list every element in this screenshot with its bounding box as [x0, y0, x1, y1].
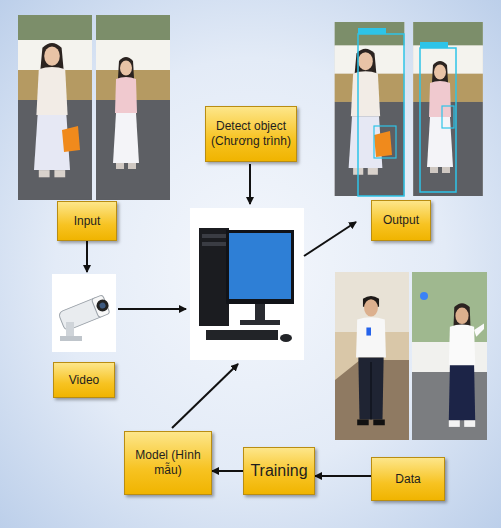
- flow-arrow: [212, 470, 243, 472]
- node-label: Video: [69, 373, 99, 388]
- node-label: Model (Hình mẫu): [134, 448, 202, 478]
- model-box: Model (Hình mẫu): [124, 431, 212, 495]
- data-box: Data: [371, 457, 445, 501]
- video-box: Video: [48, 272, 120, 398]
- training-box: Training: [243, 447, 315, 495]
- flow-arrow: [86, 241, 88, 272]
- node-label: Detect object (Chương trình): [211, 119, 291, 149]
- node-label: Input: [74, 214, 101, 229]
- input-box: Input: [57, 201, 117, 241]
- label-box: Video: [53, 362, 115, 398]
- output-box: Output: [371, 200, 431, 241]
- node-label: Training: [250, 461, 307, 481]
- node-label: Data: [395, 472, 420, 487]
- node-label: Output: [383, 213, 419, 228]
- flow-arrow: [315, 475, 371, 477]
- program-box: Detect object (Chương trình): [205, 106, 297, 162]
